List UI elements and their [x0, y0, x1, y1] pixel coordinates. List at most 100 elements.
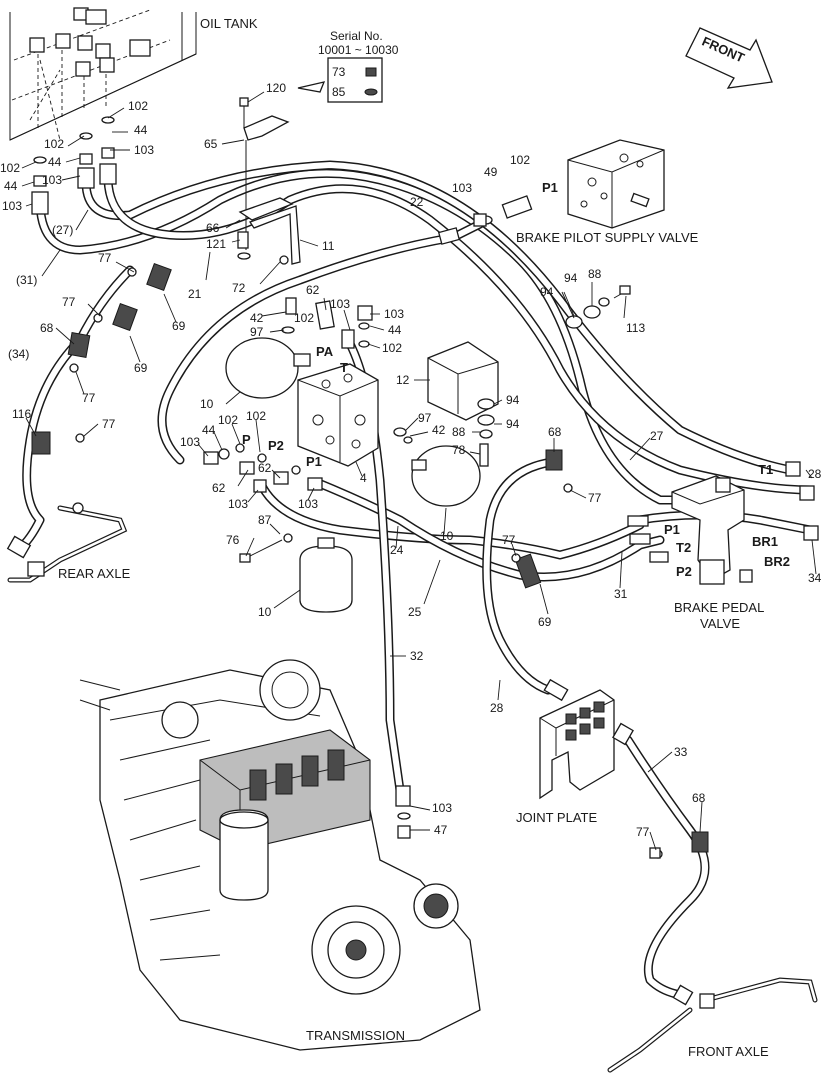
port-br2: BR2	[764, 554, 790, 569]
callout: 77	[82, 391, 96, 405]
port-p2: P2	[268, 438, 284, 453]
oil-tank	[9, 7, 197, 141]
callout: 103	[228, 497, 248, 511]
callout: 66	[206, 221, 220, 235]
serial-no-label: Serial No.	[330, 29, 383, 43]
accumulators	[225, 337, 481, 613]
callout: 77	[636, 825, 650, 839]
callout-numbers: 102 44 103 102 44 103 102 44 103 (27) (3…	[0, 65, 822, 839]
callout: 44	[134, 123, 148, 137]
brake-pilot-supply-valve-label: BRAKE PILOT SUPPLY VALVE	[516, 230, 699, 245]
callout: 47	[434, 823, 448, 837]
callout: 4	[360, 471, 367, 485]
port-p: P	[242, 432, 251, 447]
callout: 68	[40, 321, 54, 335]
callout: 21	[188, 287, 202, 301]
serial-inset	[297, 57, 383, 103]
callout: 31	[614, 587, 628, 601]
port-p1-pedal: P1	[664, 522, 680, 537]
brake-pedal-valve	[627, 461, 819, 585]
callout: 103	[452, 181, 472, 195]
callout: 102	[128, 99, 148, 113]
bracket-assembly	[237, 97, 301, 265]
callout: 103	[180, 435, 200, 449]
callout: 10	[200, 397, 214, 411]
port-pa: PA	[316, 344, 334, 359]
brake-pedal-valve-label-1: BRAKE PEDAL	[674, 600, 764, 615]
block-fittings	[203, 213, 487, 563]
callout: 113	[626, 321, 645, 335]
callout: 28	[808, 467, 822, 481]
callout: (31)	[16, 273, 37, 287]
callout: 77	[502, 533, 516, 547]
callout: 68	[548, 425, 562, 439]
callout: 103	[330, 297, 350, 311]
callout: 11	[322, 239, 335, 253]
callout: 49	[484, 165, 498, 179]
callout: 44	[4, 179, 18, 193]
callout: 10	[258, 605, 272, 619]
front-arrow	[685, 27, 773, 89]
callout: 102	[218, 413, 238, 427]
callout: 88	[452, 425, 466, 439]
callout: 77	[98, 251, 112, 265]
callout: 120	[266, 81, 286, 95]
callout: 77	[588, 491, 602, 505]
rigid-pipes	[7, 505, 818, 1073]
port-p1-block: P1	[306, 454, 322, 469]
callout: 97	[418, 411, 432, 425]
callout: 73	[332, 65, 346, 79]
callout: 72	[232, 281, 246, 295]
callout: 121	[206, 237, 226, 251]
tank-fittings	[31, 116, 117, 215]
transmission-label: TRANSMISSION	[306, 1028, 405, 1043]
rear-axle-label: REAR AXLE	[58, 566, 131, 581]
callout: 116	[12, 407, 31, 421]
callout: 44	[388, 323, 402, 337]
callout: 32	[410, 649, 424, 663]
callout: 103	[384, 307, 404, 321]
port-t2: T2	[676, 540, 691, 555]
callout: 103	[134, 143, 154, 157]
callout: 102	[246, 409, 266, 423]
callout: 44	[48, 155, 62, 169]
joint-plate-label: JOINT PLATE	[516, 810, 597, 825]
callout: 94	[564, 271, 578, 285]
hose-runs	[15, 160, 815, 999]
front-axle-fittings	[649, 847, 715, 1009]
callout: 78	[452, 443, 466, 457]
brake-pilot-supply-valve	[479, 139, 665, 229]
callout: 42	[250, 311, 264, 325]
manifold-block	[281, 297, 379, 467]
callout: 97	[250, 325, 264, 339]
serial-range-label: 10001 ~ 10030	[318, 43, 399, 57]
callout: 94	[506, 417, 520, 431]
callout: 25	[408, 605, 422, 619]
callout: 22	[410, 195, 424, 209]
callout: 88	[588, 267, 602, 281]
callout: 69	[134, 361, 148, 375]
port-t1: T1	[758, 462, 773, 477]
port-br1: BR1	[752, 534, 778, 549]
callout: 42	[432, 423, 446, 437]
callout: 68	[692, 791, 706, 805]
callout: 69	[172, 319, 186, 333]
oil-tank-label: OIL TANK	[200, 16, 258, 31]
callout: 69	[538, 615, 552, 629]
callout: 103	[432, 801, 452, 815]
port-p2-pedal: P2	[676, 564, 692, 579]
callout: 62	[306, 283, 320, 297]
callout: 44	[202, 423, 216, 437]
accumulator-mount-hardware	[565, 285, 631, 329]
callout: 77	[102, 417, 116, 431]
front-axle-label: FRONT AXLE	[688, 1044, 769, 1059]
port-p1-supply: P1	[542, 180, 558, 195]
rear-axle-fittings	[6, 502, 84, 577]
accumulator-bracket	[427, 341, 499, 467]
callout: 103	[298, 497, 318, 511]
callout: 103	[42, 173, 62, 187]
transmission	[79, 659, 481, 1051]
callout: 94	[540, 285, 554, 299]
callout: 12	[396, 373, 410, 387]
